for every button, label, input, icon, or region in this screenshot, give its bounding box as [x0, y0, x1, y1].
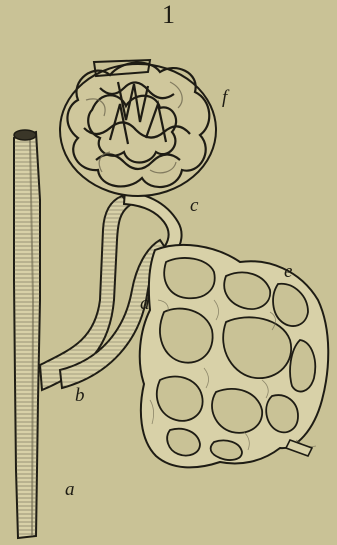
main-artery-a: [14, 130, 40, 538]
glomerulus-f: [60, 60, 216, 196]
capillary-loops: [157, 258, 315, 460]
label-c: c: [190, 196, 198, 215]
label-a: a: [65, 480, 75, 499]
figure-number: 1: [0, 2, 337, 28]
label-b: b: [75, 386, 85, 405]
label-f: f: [222, 88, 227, 107]
label-e: e: [284, 262, 292, 281]
efferent-vessel-c: [124, 190, 182, 252]
label-d: d: [140, 294, 150, 313]
